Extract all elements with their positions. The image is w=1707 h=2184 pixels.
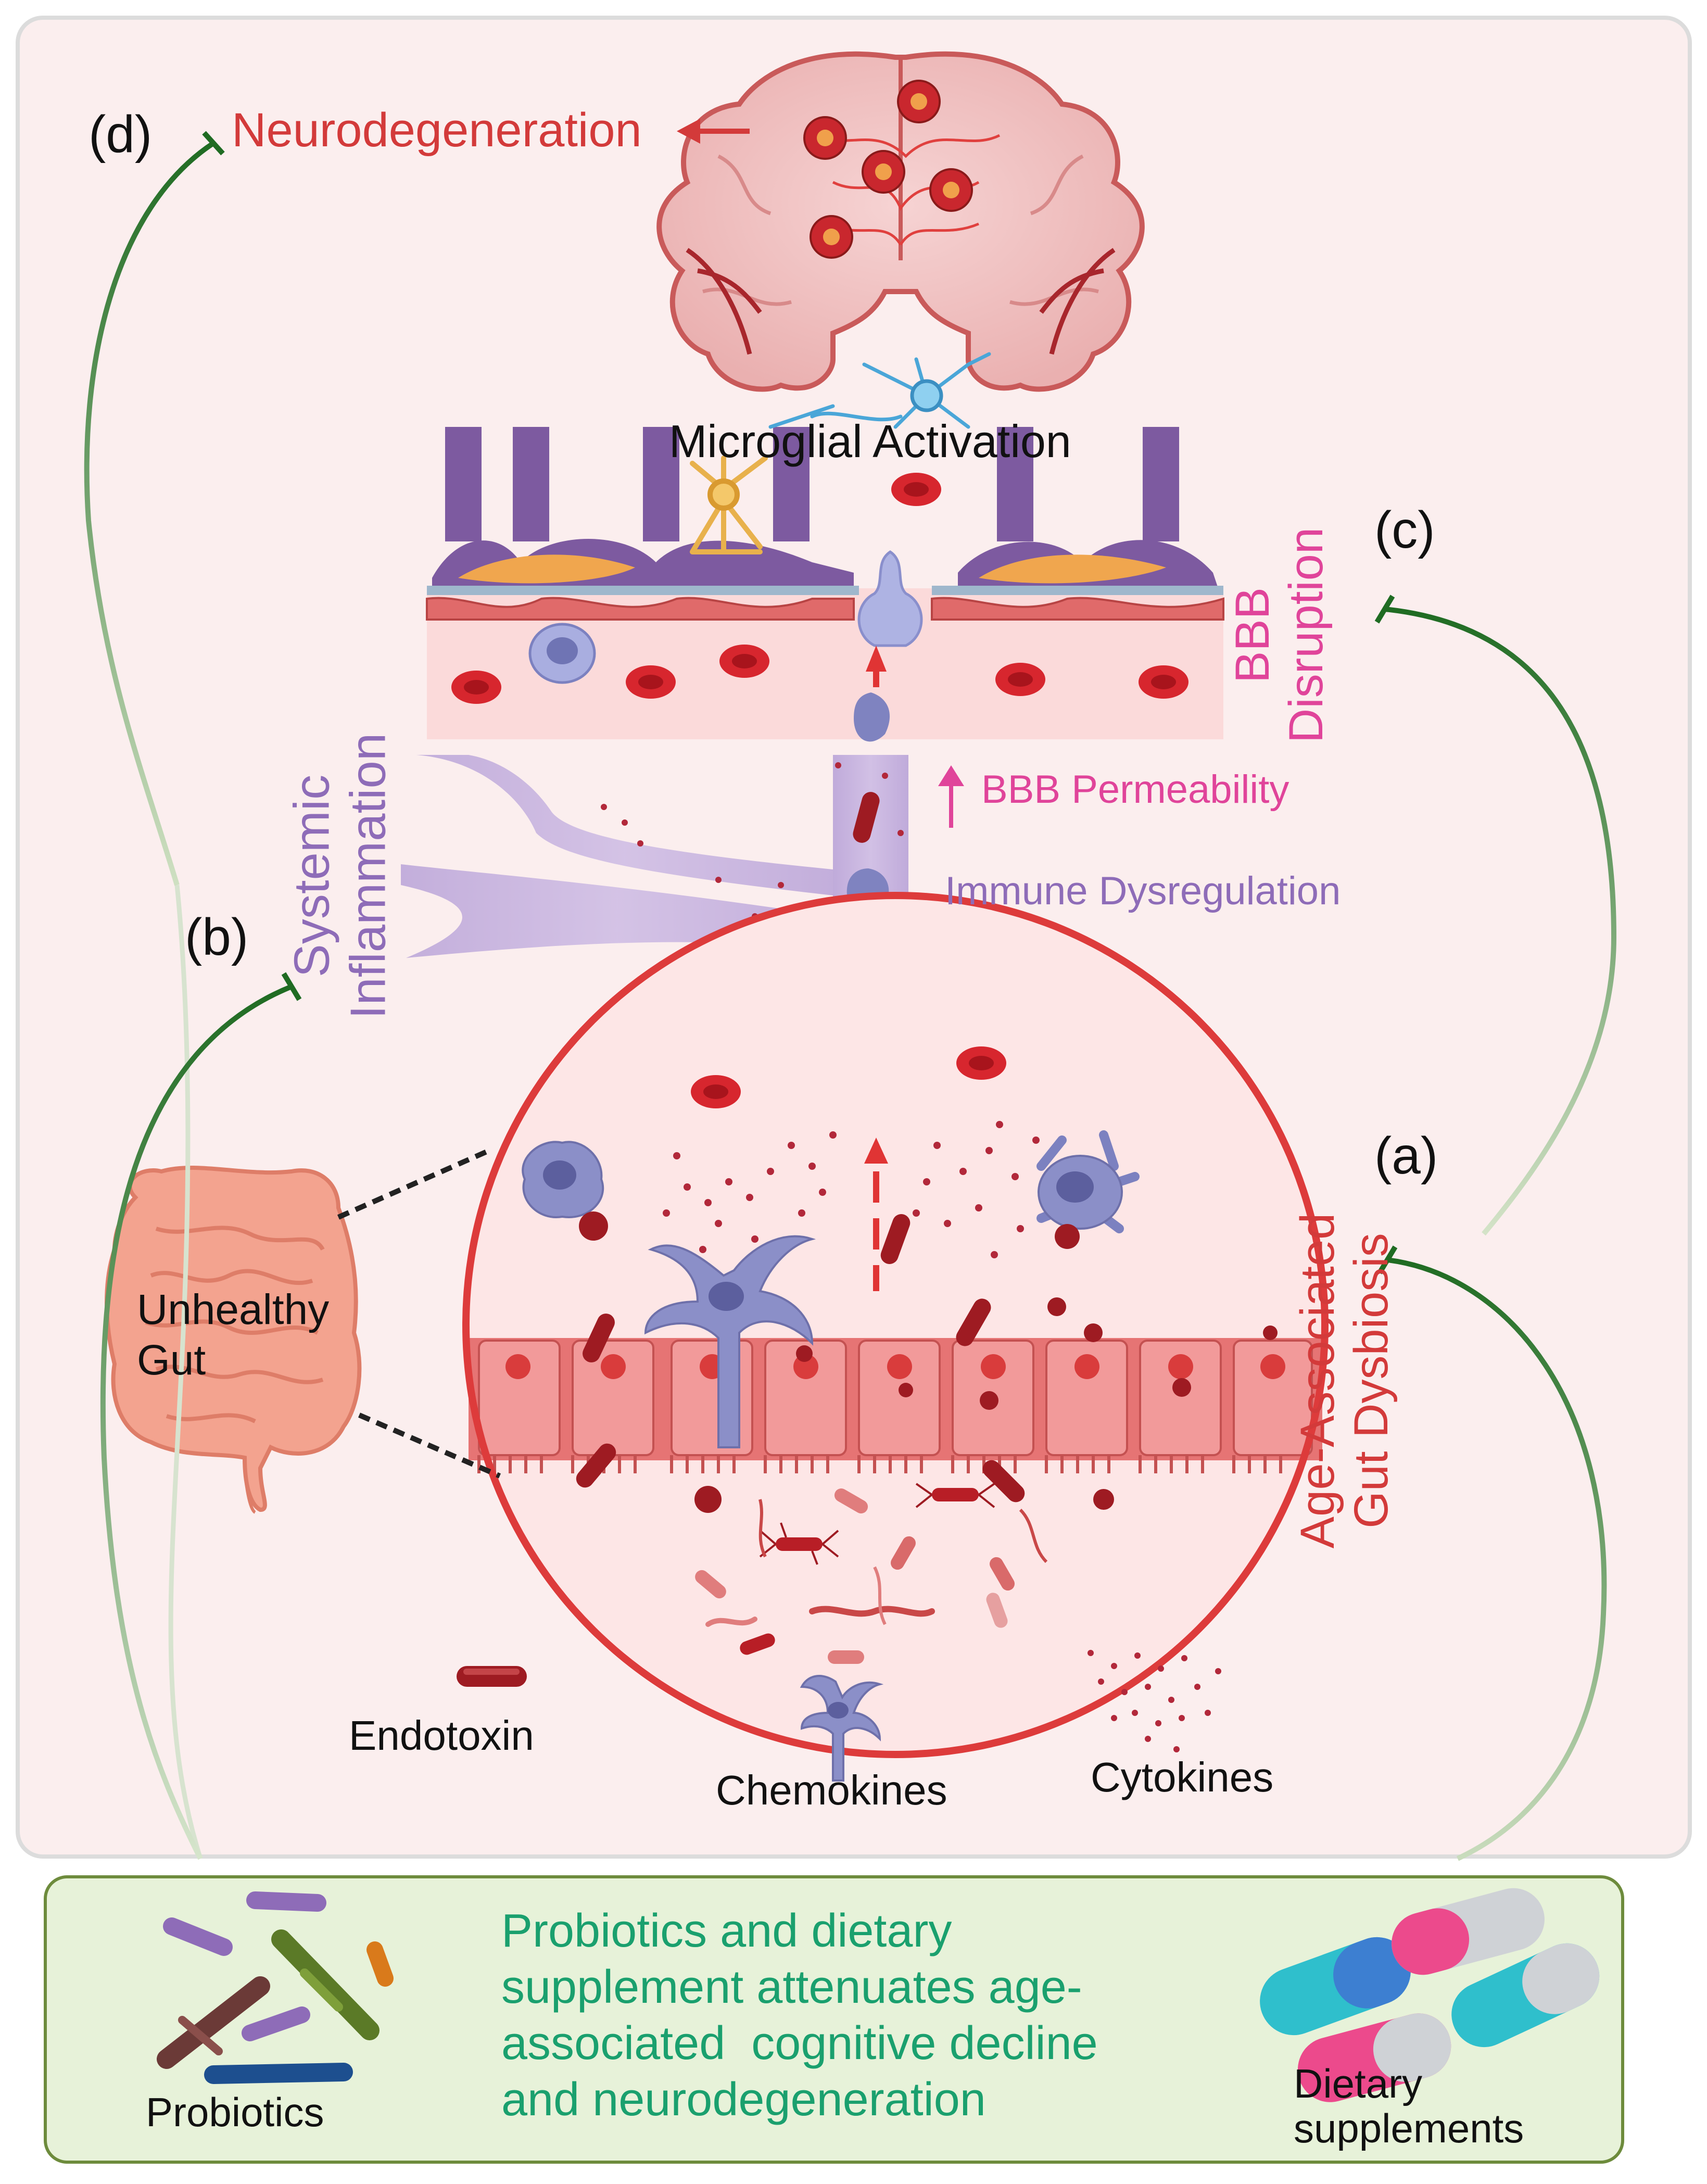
cytokine-dots-gut <box>663 1121 1040 1258</box>
statement-line-1: Probiotics and dietary <box>501 1905 952 1957</box>
brain-icon <box>656 51 1145 392</box>
bacteria-icon <box>695 1483 1048 1664</box>
gut-epithelium <box>469 1338 1322 1473</box>
bbb-disruption-label: BBB Disruption <box>1226 527 1333 743</box>
bbb-entry-arrow <box>866 646 887 687</box>
inhibition-line-d <box>84 131 225 1860</box>
endotoxin-label: Endotoxin <box>349 1712 534 1759</box>
cytokines-legend-icon <box>1088 1650 1221 1752</box>
probiotics-label: Probiotics <box>146 2089 324 2135</box>
intestine-icon <box>105 1166 362 1514</box>
age-associated-gut-dysbiosis-label: Age-Associated Gut Dysbiosis <box>1291 1213 1398 1549</box>
bbb-permeability-label: BBB Permeability <box>981 767 1289 812</box>
inhibition-line-a <box>1377 1245 1607 1861</box>
endotoxin-legend-icon <box>457 1666 527 1687</box>
bbb-section <box>426 427 1224 739</box>
chemokines-label: Chemokines <box>716 1767 947 1813</box>
inhibition-line-c <box>1374 595 1617 1236</box>
probiotics-icon <box>157 1891 394 2084</box>
gut-zoom-circle <box>462 892 1329 1758</box>
panel-label-b: (b) <box>185 908 249 966</box>
macrophage-icon <box>522 1130 1140 1249</box>
bbb-permeability-arrow <box>938 765 964 828</box>
gut-to-blood-arrow <box>864 1138 888 1291</box>
neurodegeneration-arrow <box>677 119 750 144</box>
chemokines-legend-icon <box>800 1675 884 1782</box>
panel-label-c: (c) <box>1374 501 1435 559</box>
systemic-inflammation-label: Systemic Inflammation <box>284 733 396 1019</box>
microglial-activation-label: Microglial Activation <box>669 415 1071 467</box>
capsule-icon <box>1260 1888 1600 2102</box>
immune-dysregulation-label: Immune Dysregulation <box>945 869 1341 913</box>
panel-label-a: (a) <box>1374 1127 1438 1185</box>
statement-line-3: associated cognitive decline <box>501 2017 1098 2069</box>
amyloid-plaques <box>803 80 973 259</box>
microglia-icon <box>690 456 768 554</box>
unhealthy-gut-label: Unhealthy Gut <box>137 1286 330 1384</box>
statement-line-2: supplement attenuates age- <box>501 1961 1082 2013</box>
intervention-statement: Probiotics and dietary supplement attenu… <box>501 1903 1098 2128</box>
zoom-dashed-lines <box>337 1149 501 1479</box>
cytokines-label: Cytokines <box>1091 1754 1274 1800</box>
neuron-icon <box>768 352 991 429</box>
panel-label-d: (d) <box>88 105 153 163</box>
neurodegeneration-label: Neurodegeneration <box>232 104 642 157</box>
legend <box>457 1650 1221 1782</box>
dietary-supplements-label: Dietary supplements <box>1294 2061 1524 2151</box>
inhibition-line-b <box>100 972 302 1860</box>
intervention-panel <box>44 1875 1624 2164</box>
dendritic-cell <box>644 1235 816 1448</box>
statement-line-4: and neurodegeneration <box>501 2074 986 2126</box>
